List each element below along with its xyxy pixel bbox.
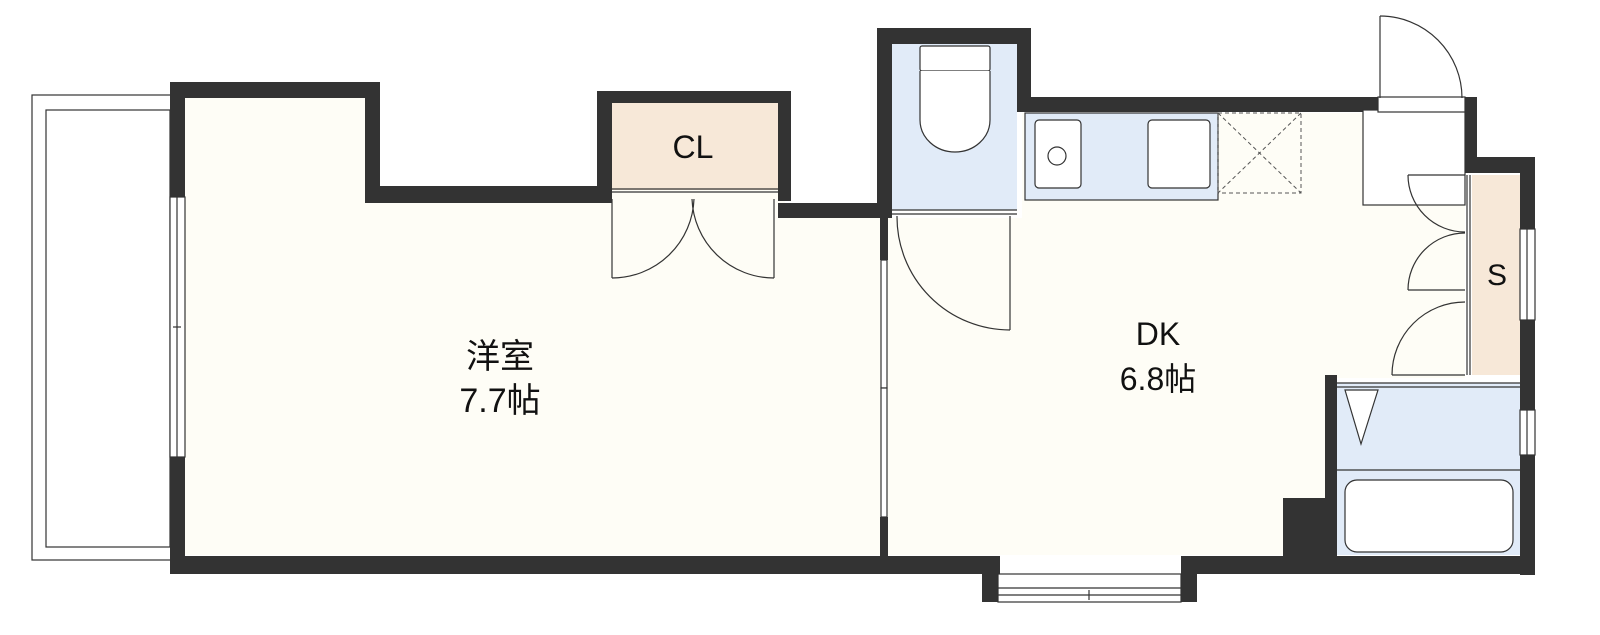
wall-segment — [982, 556, 998, 602]
wall-segment — [1520, 455, 1535, 575]
wall-segment — [365, 82, 380, 202]
walls — [170, 28, 1535, 602]
window-south — [997, 573, 1182, 603]
window-bathroom — [1519, 409, 1536, 456]
bathtub — [1344, 479, 1514, 553]
sink — [1034, 119, 1082, 189]
wall-segment — [365, 186, 612, 203]
western-room-floor — [185, 98, 885, 555]
wall-segment — [880, 215, 888, 260]
wall-segment — [170, 82, 185, 197]
floor-areas — [185, 44, 1522, 555]
western-room-name: 洋室 — [466, 338, 534, 376]
window-storage — [1519, 228, 1536, 321]
balcony — [31, 94, 173, 561]
closet-floor — [612, 103, 778, 190]
wall-segment — [880, 517, 888, 559]
storage-floor — [1472, 175, 1522, 375]
sliding-door — [880, 259, 888, 518]
appliance-space — [1217, 112, 1302, 194]
dk-size: 6.8帖 — [1120, 361, 1197, 397]
wall-segment — [778, 91, 791, 201]
dk-floor — [885, 113, 1465, 555]
wall-segment — [1520, 157, 1535, 229]
toilet-fixture — [919, 45, 991, 153]
washbasin — [1344, 389, 1379, 447]
toilet-door — [892, 209, 1017, 331]
window-west — [169, 196, 186, 458]
wall-segment — [1017, 28, 1031, 103]
wall-segment — [1465, 157, 1535, 173]
storage-doors — [1391, 174, 1471, 376]
wall-segment — [170, 82, 380, 98]
wall-segment — [1465, 97, 1477, 162]
wall-segment — [778, 203, 882, 218]
wall-segment — [1017, 97, 1378, 112]
wall-segment — [877, 28, 892, 218]
dk-name: DK — [1136, 316, 1180, 352]
wall-segment — [1520, 320, 1535, 410]
wall-segment — [597, 91, 612, 201]
closet-doors — [611, 188, 778, 279]
wall-segment — [1181, 556, 1197, 602]
entrance — [1362, 15, 1466, 206]
sink-drain — [1047, 146, 1067, 166]
western-room-size: 7.7帖 — [459, 382, 540, 420]
wall-segment — [597, 91, 791, 103]
wall-segment — [1190, 556, 1535, 574]
wall-segment — [170, 556, 1000, 574]
stove — [1147, 119, 1211, 189]
windows — [169, 196, 1536, 603]
closet-label: CL — [673, 129, 714, 165]
bathroom-fixtures — [1337, 382, 1520, 553]
kitchen-counter — [1024, 112, 1302, 201]
wall-segment — [170, 457, 185, 574]
storage-label: S — [1487, 259, 1507, 292]
wall-segment — [877, 28, 1031, 44]
